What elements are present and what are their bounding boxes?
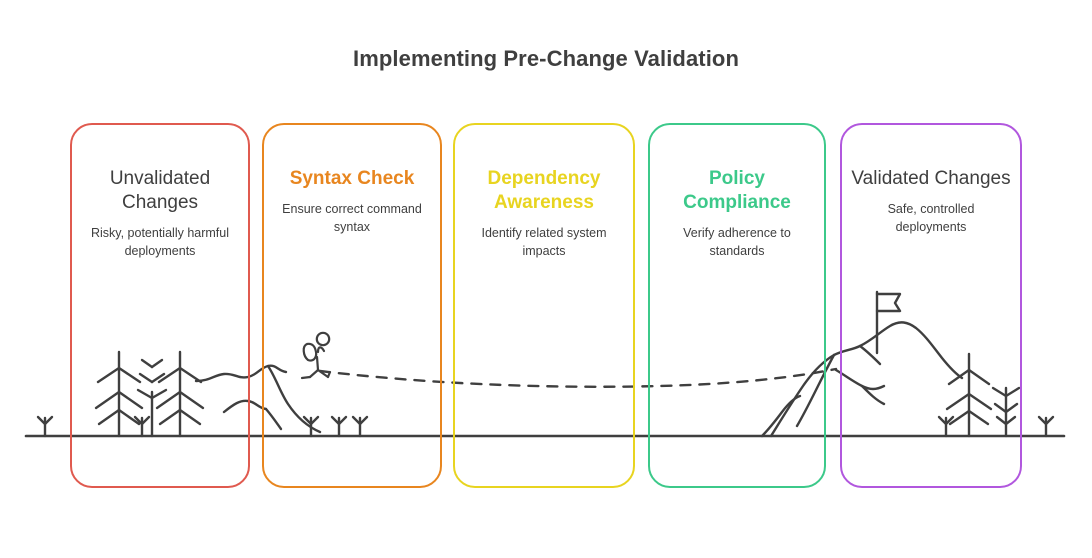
panel-description: Ensure correct command syntax [282, 202, 422, 234]
panel-text-block: Validated Changes Safe, controlled deplo… [842, 125, 1020, 236]
page-title: Implementing Pre-Change Validation [352, 46, 739, 71]
panel-validated-changes[interactable]: Validated Changes Safe, controlled deplo… [840, 123, 1022, 488]
panel-description: Risky, potentially harmful deployments [90, 226, 229, 258]
panel-title: Syntax Check [289, 168, 415, 189]
pine-tree-icon [991, 386, 1021, 438]
mountain-right-ridge-mid [858, 344, 882, 366]
shrub-icon [36, 415, 54, 438]
shrub-icon [351, 415, 369, 438]
panel-unvalidated-changes[interactable]: Unvalidated Changes Risky, potentially h… [70, 123, 250, 488]
panel-description: Identify related system impacts [481, 226, 607, 258]
dashed-trail [318, 367, 838, 388]
pine-tree-icon [94, 350, 144, 438]
mountain-right-foot [760, 394, 802, 438]
panel-text-block: Unvalidated Changes Risky, potentially h… [72, 125, 248, 260]
panel-title: Policy Compliance [683, 168, 791, 213]
pine-tree-icon [155, 350, 205, 438]
panel-text-block: Dependency Awareness Identify related sy… [455, 125, 633, 260]
pine-tree-icon [945, 352, 993, 438]
shrub-icon [133, 415, 151, 438]
pine-tree-icon [136, 358, 168, 438]
panel-syntax-check[interactable]: Syntax Check Ensure correct command synt… [262, 123, 442, 488]
shrub-icon [1037, 415, 1055, 438]
shrub-icon [937, 415, 955, 438]
hill-inner-left-slope [264, 407, 283, 431]
mountain-right-main [769, 321, 964, 438]
summit-flag-icon [875, 290, 902, 355]
panel-description: Verify adherence to standards [683, 226, 791, 258]
mountain-right-slope-left [795, 353, 836, 428]
panel-title: Validated Changes [851, 168, 1011, 189]
panel-dependency-awareness[interactable]: Dependency Awareness Identify related sy… [453, 123, 635, 488]
hill-peak-left [266, 364, 322, 434]
mountain-right-ridge-low [860, 384, 886, 406]
panel-policy-compliance[interactable]: Policy Compliance Verify adherence to st… [648, 123, 826, 488]
panel-title: Dependency Awareness [487, 168, 601, 213]
panel-text-block: Syntax Check Ensure correct command synt… [264, 125, 440, 236]
panel-description: Safe, controlled deployments [887, 202, 975, 234]
hiker-icon [300, 331, 332, 380]
panel-text-block: Policy Compliance Verify adherence to st… [650, 125, 824, 260]
shrub-icon [330, 415, 348, 438]
panel-title: Unvalidated Changes [109, 168, 211, 213]
